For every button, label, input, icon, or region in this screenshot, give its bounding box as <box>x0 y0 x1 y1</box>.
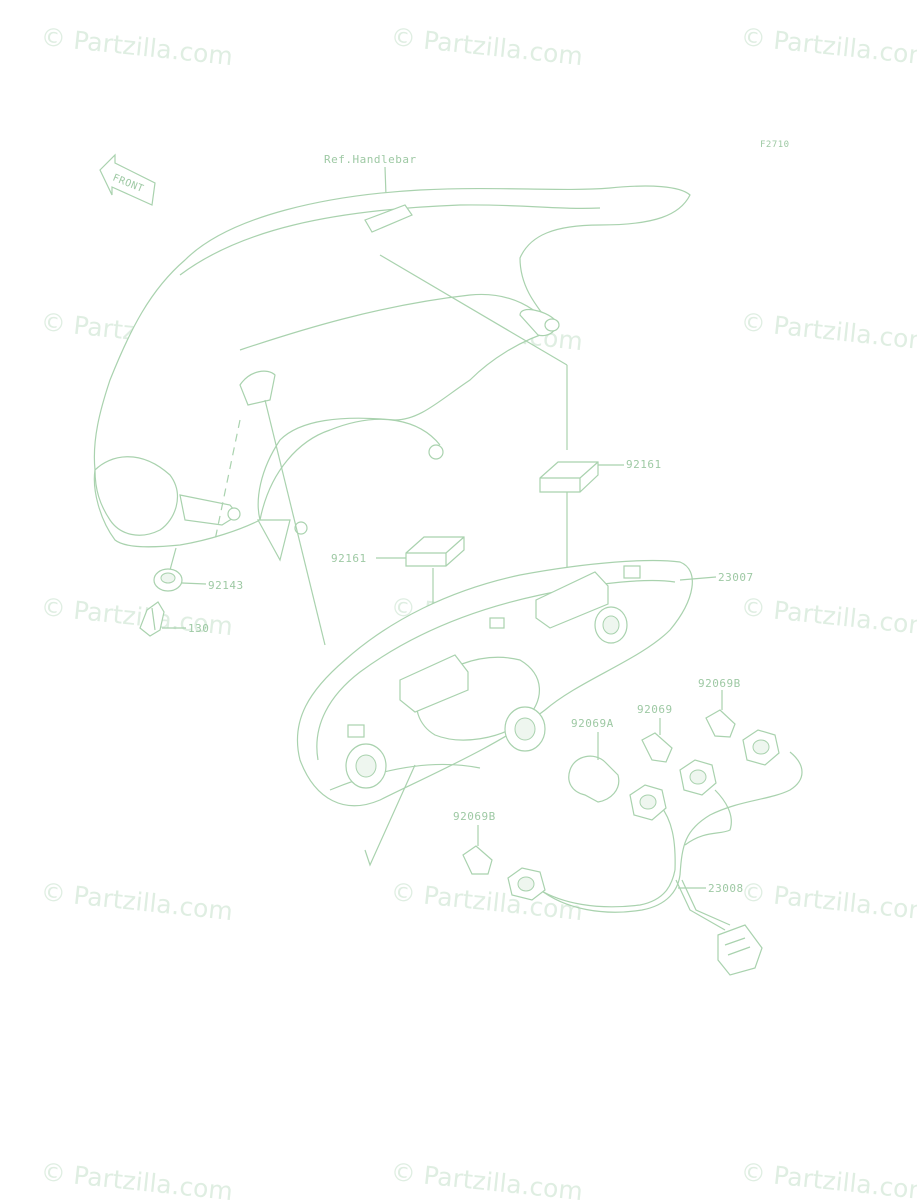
label-92161-right: 92161 <box>626 458 662 471</box>
label-92143: 92143 <box>208 579 244 592</box>
leader-line <box>169 547 177 571</box>
watermark-text: © Partzilla.com <box>39 877 234 926</box>
bulb-92069 <box>641 718 673 763</box>
leader-line <box>379 254 568 366</box>
bulb-92069b-bottom <box>462 825 493 875</box>
socket-mid <box>679 759 717 796</box>
watermark-text: © Partzilla.com <box>389 877 584 926</box>
watermark-text: © Partzilla.com <box>389 1157 584 1200</box>
label-23008: 23008 <box>708 882 744 895</box>
leader-line <box>181 582 207 585</box>
watermark-text: © Partzilla.com <box>389 22 584 71</box>
label-92069: 92069 <box>637 703 673 716</box>
watermark-text: © Partzilla.com <box>739 1157 917 1200</box>
watermark-text: © Partzilla.com <box>39 22 234 71</box>
watermark-text: © Partzilla.com <box>739 307 917 356</box>
watermark-text: © Partzilla.com <box>739 22 917 71</box>
label-130: 130 <box>188 622 209 635</box>
upper-cowl <box>93 185 691 646</box>
leader-line <box>679 576 717 581</box>
meter-assembly <box>296 559 693 867</box>
socket-right <box>742 729 780 766</box>
meter-cover-pad-left <box>405 536 465 567</box>
label-92069b-top: 92069B <box>698 677 741 690</box>
screw <box>139 601 165 637</box>
watermark-text: © Partzilla.com <box>39 1157 234 1200</box>
meter-cover-pad-right <box>539 461 599 493</box>
label-92069a: 92069A <box>571 717 614 730</box>
label-92069b-bottom: 92069B <box>453 810 496 823</box>
figure-code: F2710 <box>760 140 790 150</box>
watermark-text: © Partzilla.com <box>739 877 917 926</box>
socket-center <box>629 784 667 821</box>
label-92161-left: 92161 <box>331 552 367 565</box>
leader-line <box>384 166 387 197</box>
wiring-harness <box>531 751 803 976</box>
bulb-92069b-top <box>705 690 736 738</box>
watermark-text: © Partzilla.com <box>739 592 917 641</box>
front-arrow-icon: FRONT <box>99 153 156 206</box>
label-23007: 23007 <box>718 571 754 584</box>
grommet <box>153 568 183 592</box>
bulb-92069a <box>568 732 620 803</box>
socket-bottom <box>507 867 546 901</box>
reference-handlebar-label: Ref.Handlebar <box>324 153 417 166</box>
